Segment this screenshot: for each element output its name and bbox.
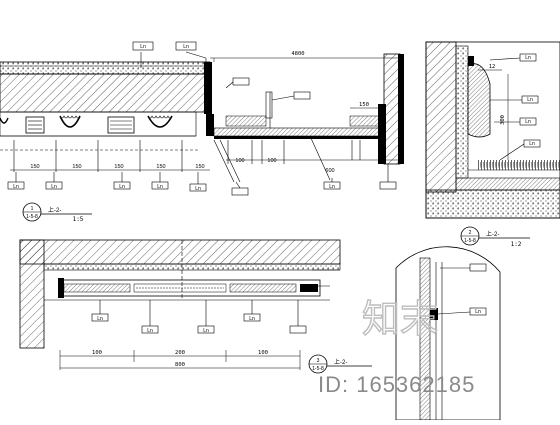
- detail-1-title: 上-2-: [48, 206, 61, 214]
- floor-slab: [425, 189, 560, 219]
- detail-2-badge: 2 1-5-8 上-2- 1:2: [460, 226, 530, 248]
- zoom-callout: Ln: [475, 309, 481, 315]
- detail-3-left-wall: [19, 239, 45, 349]
- callout-tags: [7, 41, 397, 196]
- grass-carpet: [478, 160, 560, 170]
- callout-text-5: Ln: [119, 184, 125, 190]
- left-wall: [425, 41, 457, 193]
- watermark-id: ID: 165362185: [318, 372, 475, 397]
- detail-3-total-dim: 800: [175, 362, 185, 368]
- dimension-label-2: 150: [72, 164, 81, 170]
- detail-3-callout-3: Ln: [203, 328, 209, 334]
- detail-2-callout-1: Ln: [525, 55, 531, 61]
- detail-3-ref: 1-5-8: [312, 366, 324, 372]
- callout-text-4: Ln: [51, 184, 57, 190]
- detail-1-section: 150 4800 150 150 150 150 150 100 100 600: [0, 41, 404, 223]
- detail-1-ref: 1-5-8: [26, 214, 38, 220]
- detail-3-dim-1: 100: [92, 350, 102, 356]
- hatched-beam: [0, 73, 211, 113]
- column-right: [383, 53, 401, 165]
- detail-1-scale: 1:5: [73, 216, 84, 223]
- callout-text-1: Ln: [140, 44, 146, 50]
- dimension-12: 12: [489, 64, 496, 70]
- detail-2-section: 12 300 Ln Ln Ln Ln 2 1-5-8 上-2- 1:2: [425, 41, 560, 248]
- dimension-label-5: 150: [195, 164, 204, 170]
- detail-3-number: 3: [317, 358, 320, 364]
- detail-3-dim-3: 100: [258, 350, 268, 356]
- detail-1-number: 1: [31, 206, 34, 212]
- callout-text-2: Ln: [183, 44, 189, 50]
- watermark: 知末 ID: 165362185: [318, 296, 475, 397]
- dimension-label-7: 100: [267, 158, 276, 164]
- detail-2-number: 2: [469, 230, 472, 236]
- dimension-label-4: 150: [156, 164, 165, 170]
- detail-3-callout-4: Ln: [249, 316, 255, 322]
- dimension-4800: 4800: [291, 51, 304, 57]
- dimension-150-upper: 150: [359, 102, 369, 108]
- detail-3-callout-1: Ln: [97, 316, 103, 322]
- dimension-label-6: 100: [235, 158, 244, 164]
- dimension-label-3: 150: [114, 164, 123, 170]
- dimension-label-8: 600: [325, 168, 334, 174]
- detail-2-ref: 1-5-8: [464, 238, 476, 244]
- detail-1-badge: 1 1-5-8 上-2- 1:5: [22, 202, 92, 223]
- detail-3-dim-2: 200: [175, 350, 185, 356]
- detail-2-scale: 1:2: [511, 241, 522, 248]
- detail-2-callout-2: Ln: [527, 97, 533, 103]
- carved-panel-row: [0, 111, 197, 137]
- detail-3-title: 上-2-: [334, 358, 347, 366]
- callout-text-6: Ln: [157, 184, 163, 190]
- callout-text-8: Ln: [329, 184, 335, 190]
- detail-3-callout-2: Ln: [147, 328, 153, 334]
- callout-text-7: Ln: [195, 186, 201, 192]
- beam-edge: [204, 62, 212, 114]
- detail-3-badge: 3 1-5-8 上-2-: [308, 354, 372, 374]
- dimension-label-1: 150: [30, 164, 39, 170]
- detail-2-callout-4: Ln: [529, 141, 535, 147]
- callout-text-3: Ln: [13, 184, 19, 190]
- detail-2-callout-3: Ln: [525, 119, 531, 125]
- dimension-300: 300: [500, 115, 506, 125]
- watermark-logo-text: 知末: [362, 297, 438, 341]
- ceiling-board: [213, 127, 385, 137]
- detail-2-title: 上-2-: [486, 230, 499, 238]
- detail-3-top-slab: [19, 239, 341, 265]
- detail-3-section: Ln Ln Ln Ln 100 200 100 800 Ln: [19, 239, 501, 421]
- slab-top: [0, 61, 211, 75]
